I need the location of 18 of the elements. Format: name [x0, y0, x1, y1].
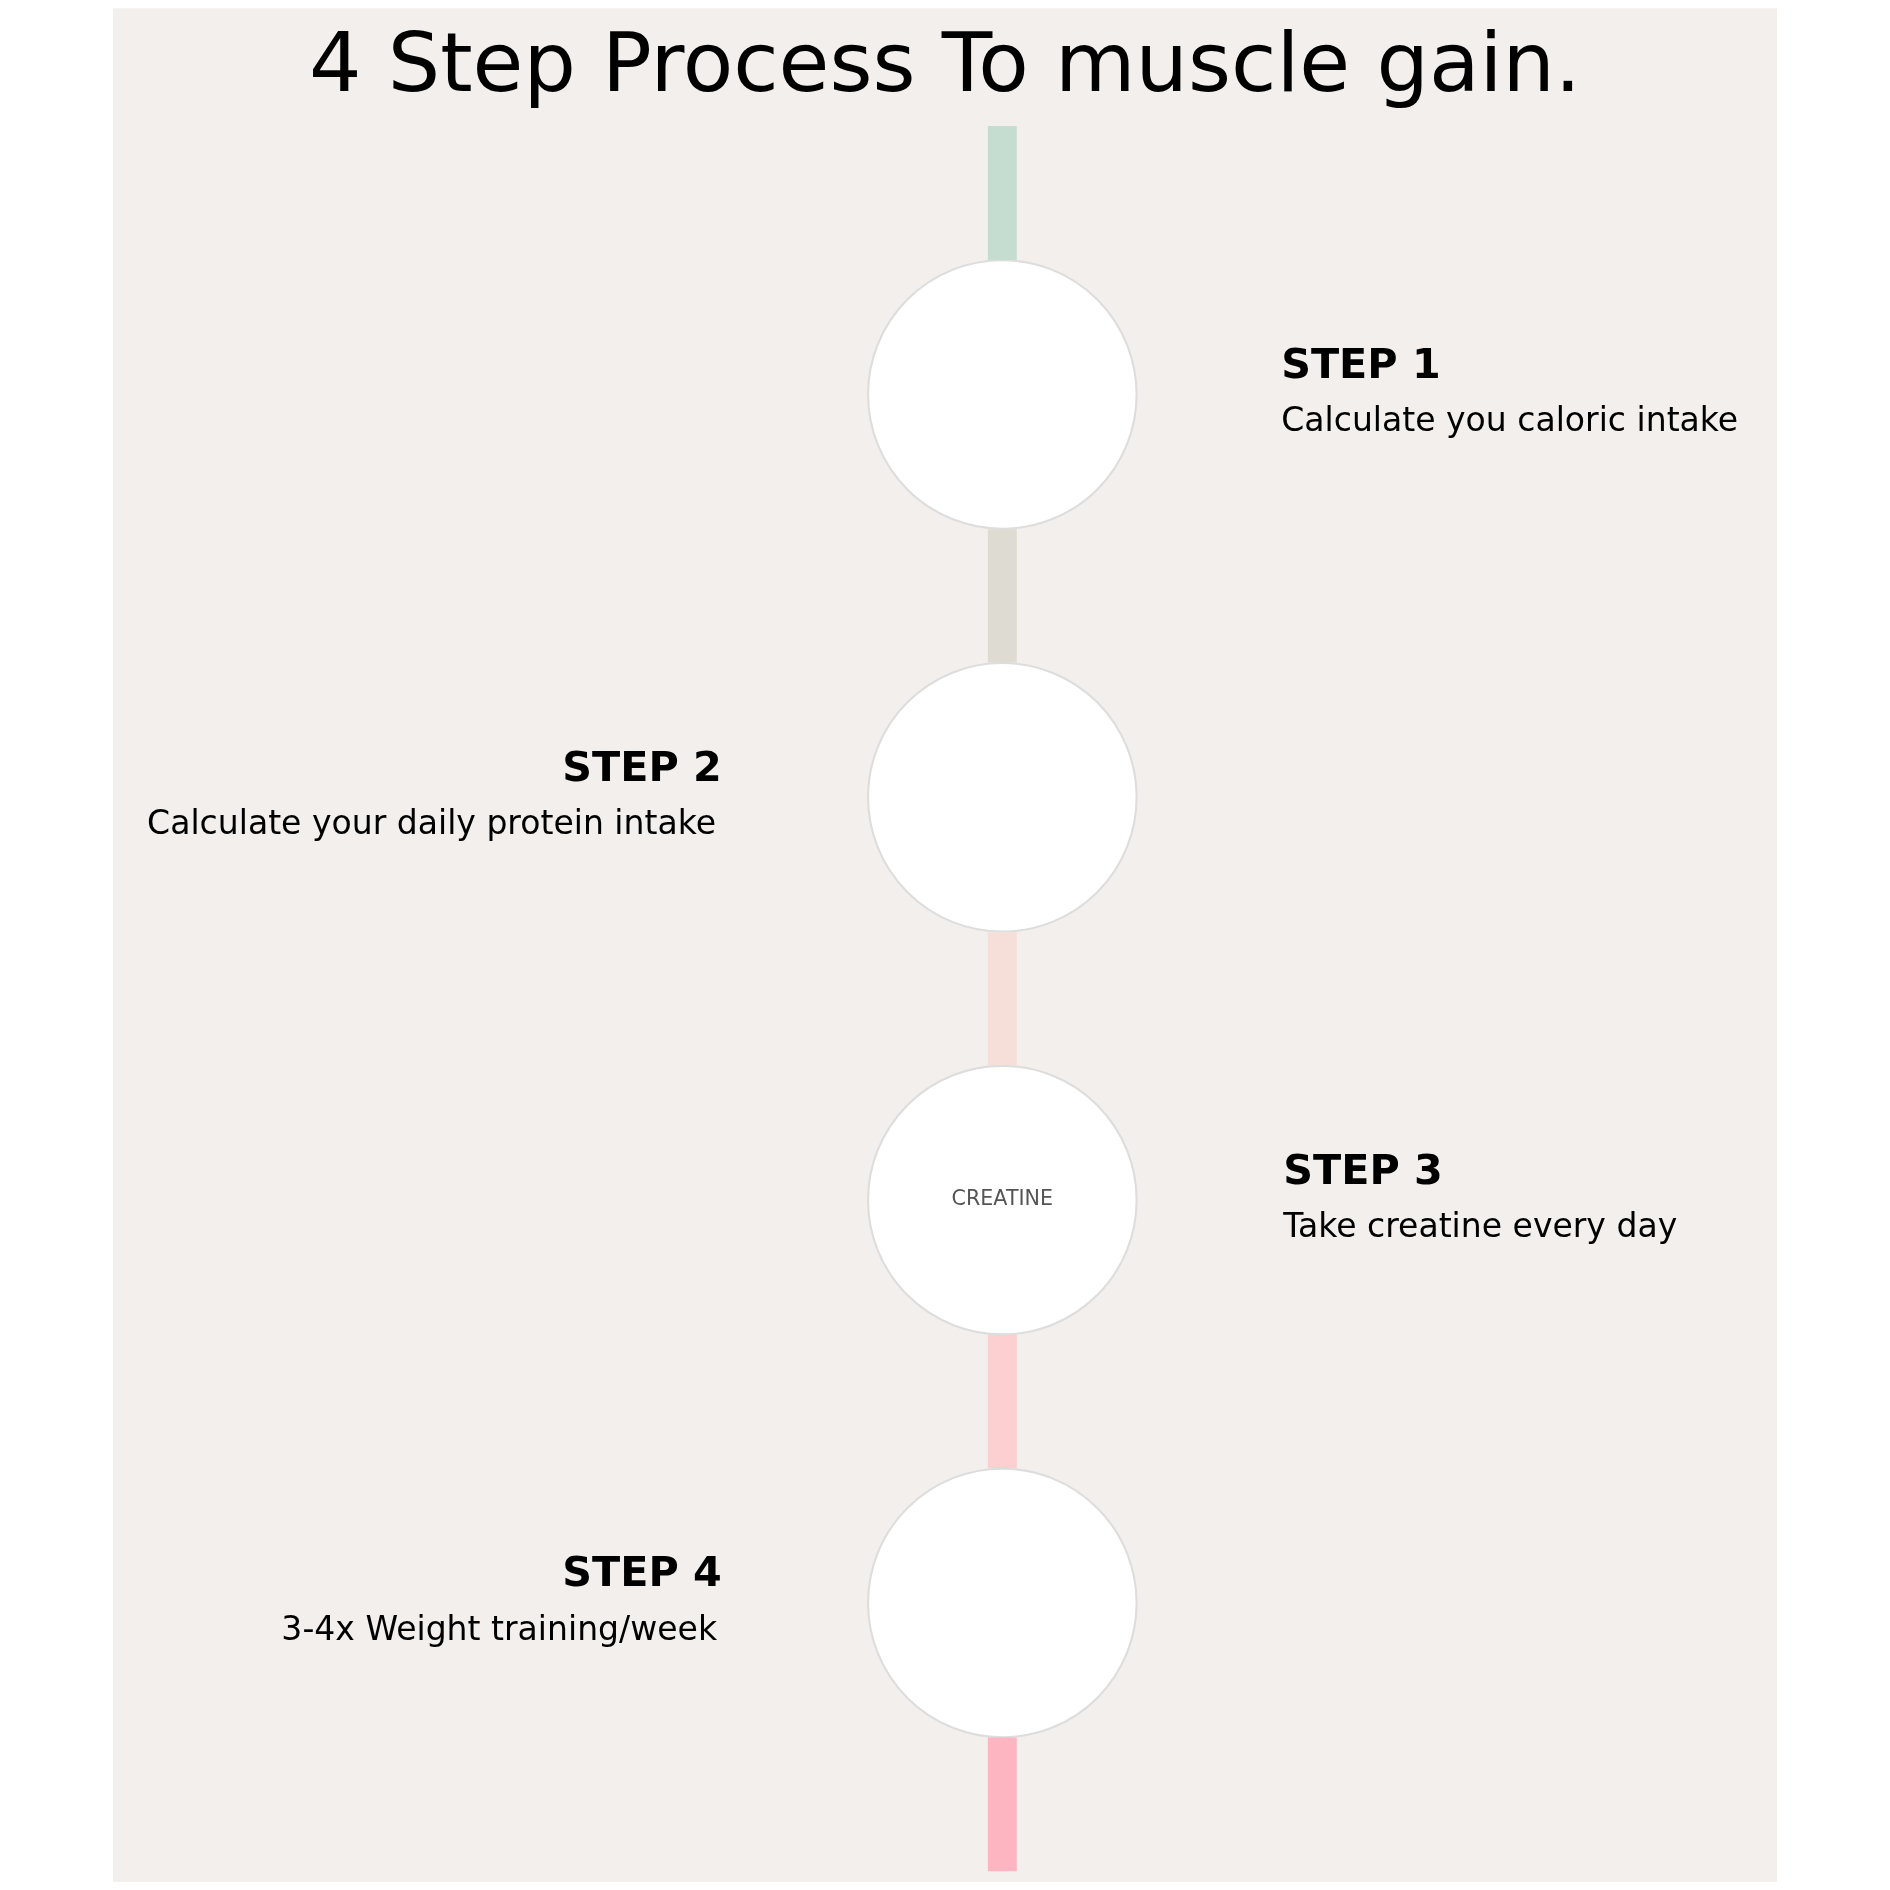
node-label: Calculate you caloric intake: [1281, 400, 1739, 440]
node-label: Calculate your daily protein intake: [147, 803, 717, 843]
node-label: STEP 4: [562, 1548, 722, 1597]
connector: [987, 1737, 1017, 1872]
node-label: STEP 3: [1283, 1145, 1443, 1194]
connector: [987, 126, 1017, 260]
node-circle: [867, 259, 1138, 530]
node-label: 3-4x Weight training/week: [281, 1608, 718, 1648]
node-circle: CREATINE: [867, 1064, 1138, 1336]
node-label: Take creatine every day: [1283, 1205, 1678, 1245]
connector: [987, 932, 1017, 1066]
diagram-title: 4 Step Process To muscle gain.: [308, 13, 1582, 110]
connector: [987, 1334, 1017, 1469]
node-circle: [867, 662, 1138, 933]
node-circle: [867, 1467, 1138, 1739]
node-label: STEP 1: [1281, 339, 1441, 388]
connector: [987, 529, 1017, 663]
node-label: STEP 2: [562, 742, 722, 791]
